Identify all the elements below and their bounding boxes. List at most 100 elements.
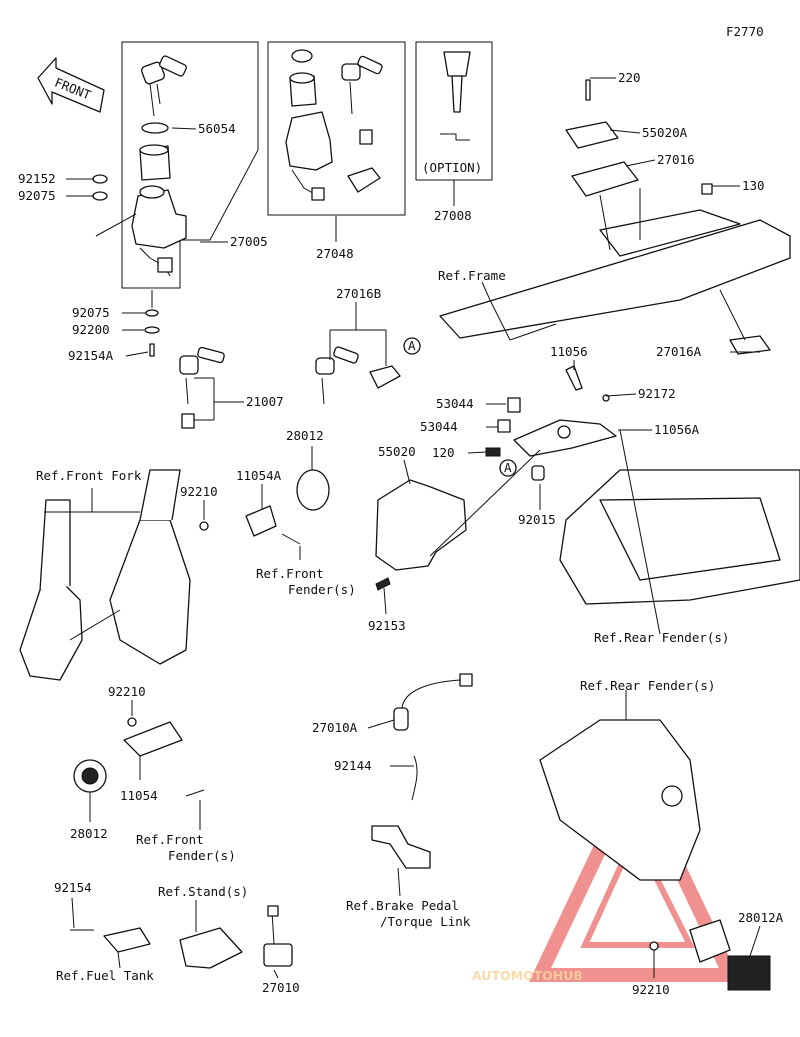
callout-a-marker	[499, 459, 517, 477]
part-label-92154A[interactable]: 92154A	[68, 348, 114, 363]
stand-icon	[179, 927, 243, 969]
part-label-130[interactable]: 130	[742, 178, 765, 193]
key-set-icon	[341, 55, 383, 115]
ref-front-fender-label-2[interactable]: Fender(s)	[168, 848, 236, 863]
seat-lock-icon	[347, 167, 381, 193]
brake-pedal-icon	[371, 825, 431, 869]
frame-icon	[439, 188, 791, 355]
option-key-icon	[440, 51, 471, 141]
part-label-92210[interactable]: 92210	[108, 684, 146, 699]
bracket-plate-icon	[565, 121, 619, 149]
cover-icon	[375, 479, 467, 571]
spring-icon	[411, 755, 418, 801]
bolt-icon	[585, 79, 591, 101]
part-label-92075[interactable]: 92075	[18, 188, 56, 203]
part-label-92075[interactable]: 92075	[72, 305, 110, 320]
bolt-icon	[701, 183, 713, 195]
part-label-56054[interactable]: 56054	[198, 121, 236, 136]
part-label-92210[interactable]: 92210	[632, 982, 670, 997]
key-set-icon	[315, 346, 359, 405]
part-label-92200[interactable]: 92200	[72, 322, 110, 337]
collar-icon	[497, 419, 511, 433]
seat-lock-icon	[369, 365, 401, 389]
part-label-92152[interactable]: 92152	[18, 171, 56, 186]
rear-fender-icon	[559, 469, 800, 605]
part-label-55020[interactable]: 55020	[378, 444, 416, 459]
part-label-92153[interactable]: 92153	[368, 618, 406, 633]
ref-fuel-tank-label[interactable]: Ref.Fuel Tank	[56, 968, 154, 983]
part-label-27005[interactable]: 27005	[230, 234, 268, 249]
ref-frame-label[interactable]: Ref.Frame	[438, 268, 506, 283]
lock-cylinder-icon	[359, 129, 373, 145]
ignition-cap-icon	[139, 144, 171, 181]
part-label-53044[interactable]: 53044	[436, 396, 474, 411]
part-label-27048[interactable]: 27048	[316, 246, 354, 261]
part-label-92144[interactable]: 92144	[334, 758, 372, 773]
screw-icon	[375, 577, 391, 591]
part-label-27016B[interactable]: 27016B	[336, 286, 381, 301]
washer-icon	[92, 174, 108, 184]
part-label-11056[interactable]: 11056	[550, 344, 588, 359]
part-label-11054A[interactable]: 11054A	[236, 468, 282, 483]
part-label-92154[interactable]: 92154	[54, 880, 92, 895]
part-label-92210[interactable]: 92210	[180, 484, 218, 499]
ref-front-fender-label[interactable]: Ref.Front	[256, 566, 324, 581]
leader-lines	[44, 77, 761, 979]
callout-a-text: A	[504, 460, 512, 475]
bracket-icon	[123, 721, 183, 757]
collar-icon	[507, 397, 521, 413]
nut-icon	[649, 941, 659, 951]
reflector-icon	[296, 469, 330, 511]
part-label-53044[interactable]: 53044	[420, 419, 458, 434]
ref-rear-fender-label[interactable]: Ref.Rear Fender(s)	[580, 678, 715, 693]
part-label-27008[interactable]: 27008	[434, 208, 472, 223]
part-label-28012[interactable]: 28012	[70, 826, 108, 841]
bolt-icon	[281, 533, 301, 545]
group-box-27005	[121, 41, 259, 289]
cap-lock-icon	[289, 49, 317, 107]
ignition-switch-icon	[131, 185, 187, 277]
part-label-27010[interactable]: 27010	[262, 980, 300, 995]
front-fork-icon	[19, 469, 191, 681]
side-stand-switch-icon	[263, 905, 293, 967]
part-label-28012A[interactable]: 28012A	[738, 910, 784, 925]
nut-icon	[199, 521, 209, 531]
part-label-92015[interactable]: 92015	[518, 512, 556, 527]
key-set-icon	[179, 346, 225, 429]
part-label-92172[interactable]: 92172	[638, 386, 676, 401]
part-label-11054[interactable]: 11054	[120, 788, 158, 803]
spring-icon	[565, 365, 583, 391]
bracket-icon	[103, 927, 151, 953]
grommet-icon	[531, 465, 545, 481]
bolt-icon	[485, 447, 501, 457]
part-label-27010A[interactable]: 27010A	[312, 720, 358, 735]
bracket-icon	[245, 505, 277, 537]
ref-front-fender-label[interactable]: Ref.Front	[136, 832, 204, 847]
part-label-11056A[interactable]: 11056A	[654, 422, 700, 437]
ref-brake-pedal-label[interactable]: Ref.Brake Pedal	[346, 898, 459, 913]
callout-a-text: A	[408, 338, 416, 353]
ref-stand-label[interactable]: Ref.Stand(s)	[158, 884, 248, 899]
washer-icon	[145, 309, 159, 317]
part-label-120[interactable]: 120	[432, 445, 455, 460]
part-label-27016A[interactable]: 27016A	[656, 344, 702, 359]
washer-icon	[144, 326, 160, 334]
part-label-21007[interactable]: 21007	[246, 394, 284, 409]
washer-icon	[92, 191, 108, 201]
rear-fender-icon	[539, 719, 731, 963]
reflector-center-icon	[81, 767, 99, 785]
bolt-icon	[185, 789, 205, 797]
ref-front-fender-label-2[interactable]: Fender(s)	[288, 582, 356, 597]
ref-front-fork-label[interactable]: Ref.Front Fork	[36, 468, 142, 483]
part-label-220[interactable]: 220	[618, 70, 641, 85]
part-label-28012[interactable]: 28012	[286, 428, 324, 443]
ref-rear-fender-label[interactable]: Ref.Rear Fender(s)	[594, 630, 729, 645]
bolt-icon	[149, 343, 155, 357]
part-label-27016[interactable]: 27016	[657, 152, 695, 167]
part-label-55020A[interactable]: 55020A	[642, 125, 688, 140]
diagram-code: F2770	[726, 24, 764, 39]
ref-torque-link-label[interactable]: /Torque Link	[380, 914, 471, 929]
washer-icon	[141, 122, 169, 134]
nut-icon	[127, 717, 137, 727]
